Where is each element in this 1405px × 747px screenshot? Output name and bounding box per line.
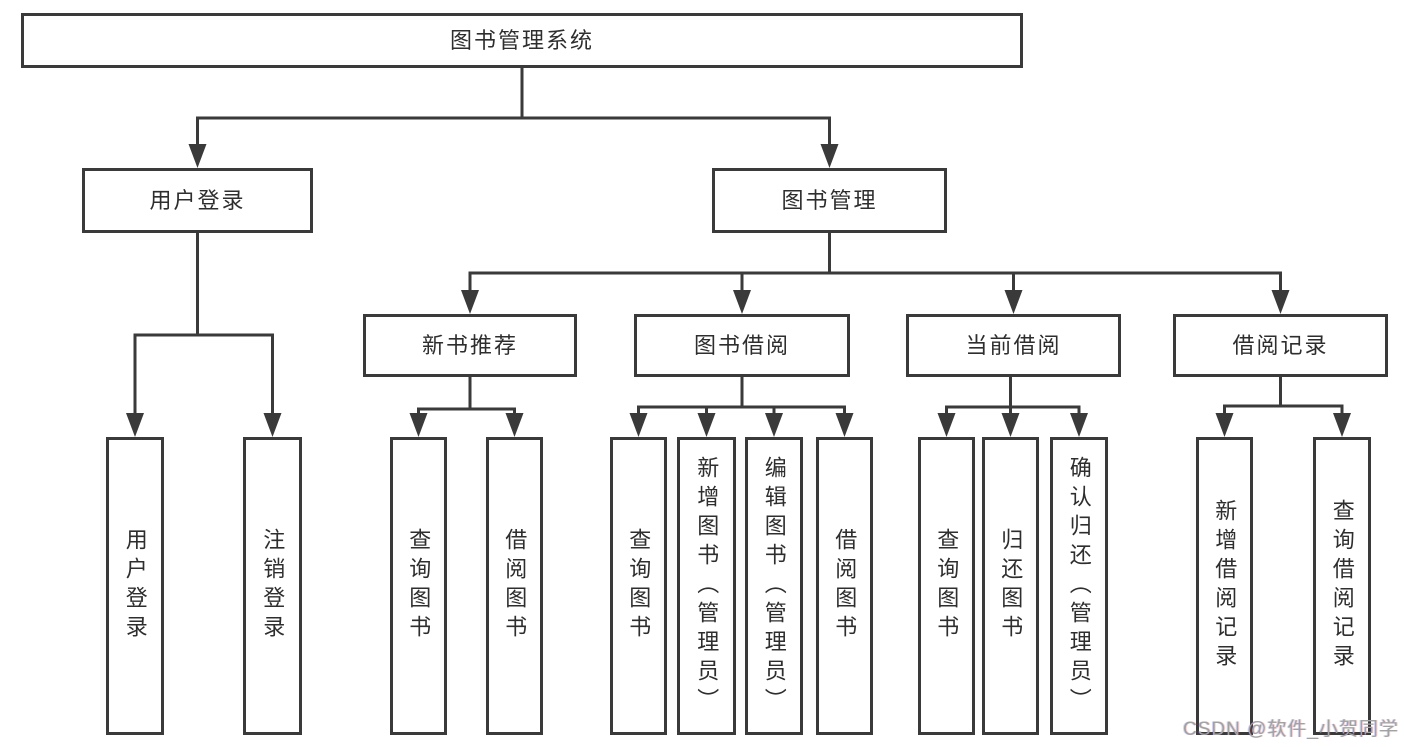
node-book-management: 图书管理: [712, 168, 947, 233]
leaf-add-books-admin: 新增图书（管理员）: [677, 437, 736, 735]
leaf-edit-books-admin: 编辑图书（管理员）: [745, 437, 803, 735]
node-borrowing-records: 借阅记录: [1173, 314, 1388, 377]
leaf-user-login: 用户登录: [106, 437, 164, 735]
leaf-query-borrow-record: 查询借阅记录: [1313, 437, 1371, 735]
leaf-query-books-current: 查询图书: [918, 437, 975, 735]
leaf-borrow-books-borrowing: 借阅图书: [816, 437, 873, 735]
csdn-watermark: CSDN @软件_小贺同学: [1183, 719, 1399, 740]
leaf-confirm-return-admin: 确认归还（管理员）: [1050, 437, 1108, 735]
node-library-management-system: 图书管理系统: [21, 13, 1023, 68]
leaf-add-borrow-record: 新增借阅记录: [1196, 437, 1253, 735]
leaf-query-books-recommend: 查询图书: [390, 437, 447, 735]
leaf-borrow-books-recommend: 借阅图书: [486, 437, 543, 735]
node-book-borrowing: 图书借阅: [634, 314, 850, 377]
leaf-logout: 注销登录: [243, 437, 302, 735]
leaf-query-books-borrowing: 查询图书: [610, 437, 667, 735]
leaf-return-books: 归还图书: [982, 437, 1039, 735]
node-current-borrowing: 当前借阅: [906, 314, 1121, 377]
node-new-book-recommendation: 新书推荐: [363, 314, 577, 377]
node-user-login: 用户登录: [82, 168, 313, 233]
